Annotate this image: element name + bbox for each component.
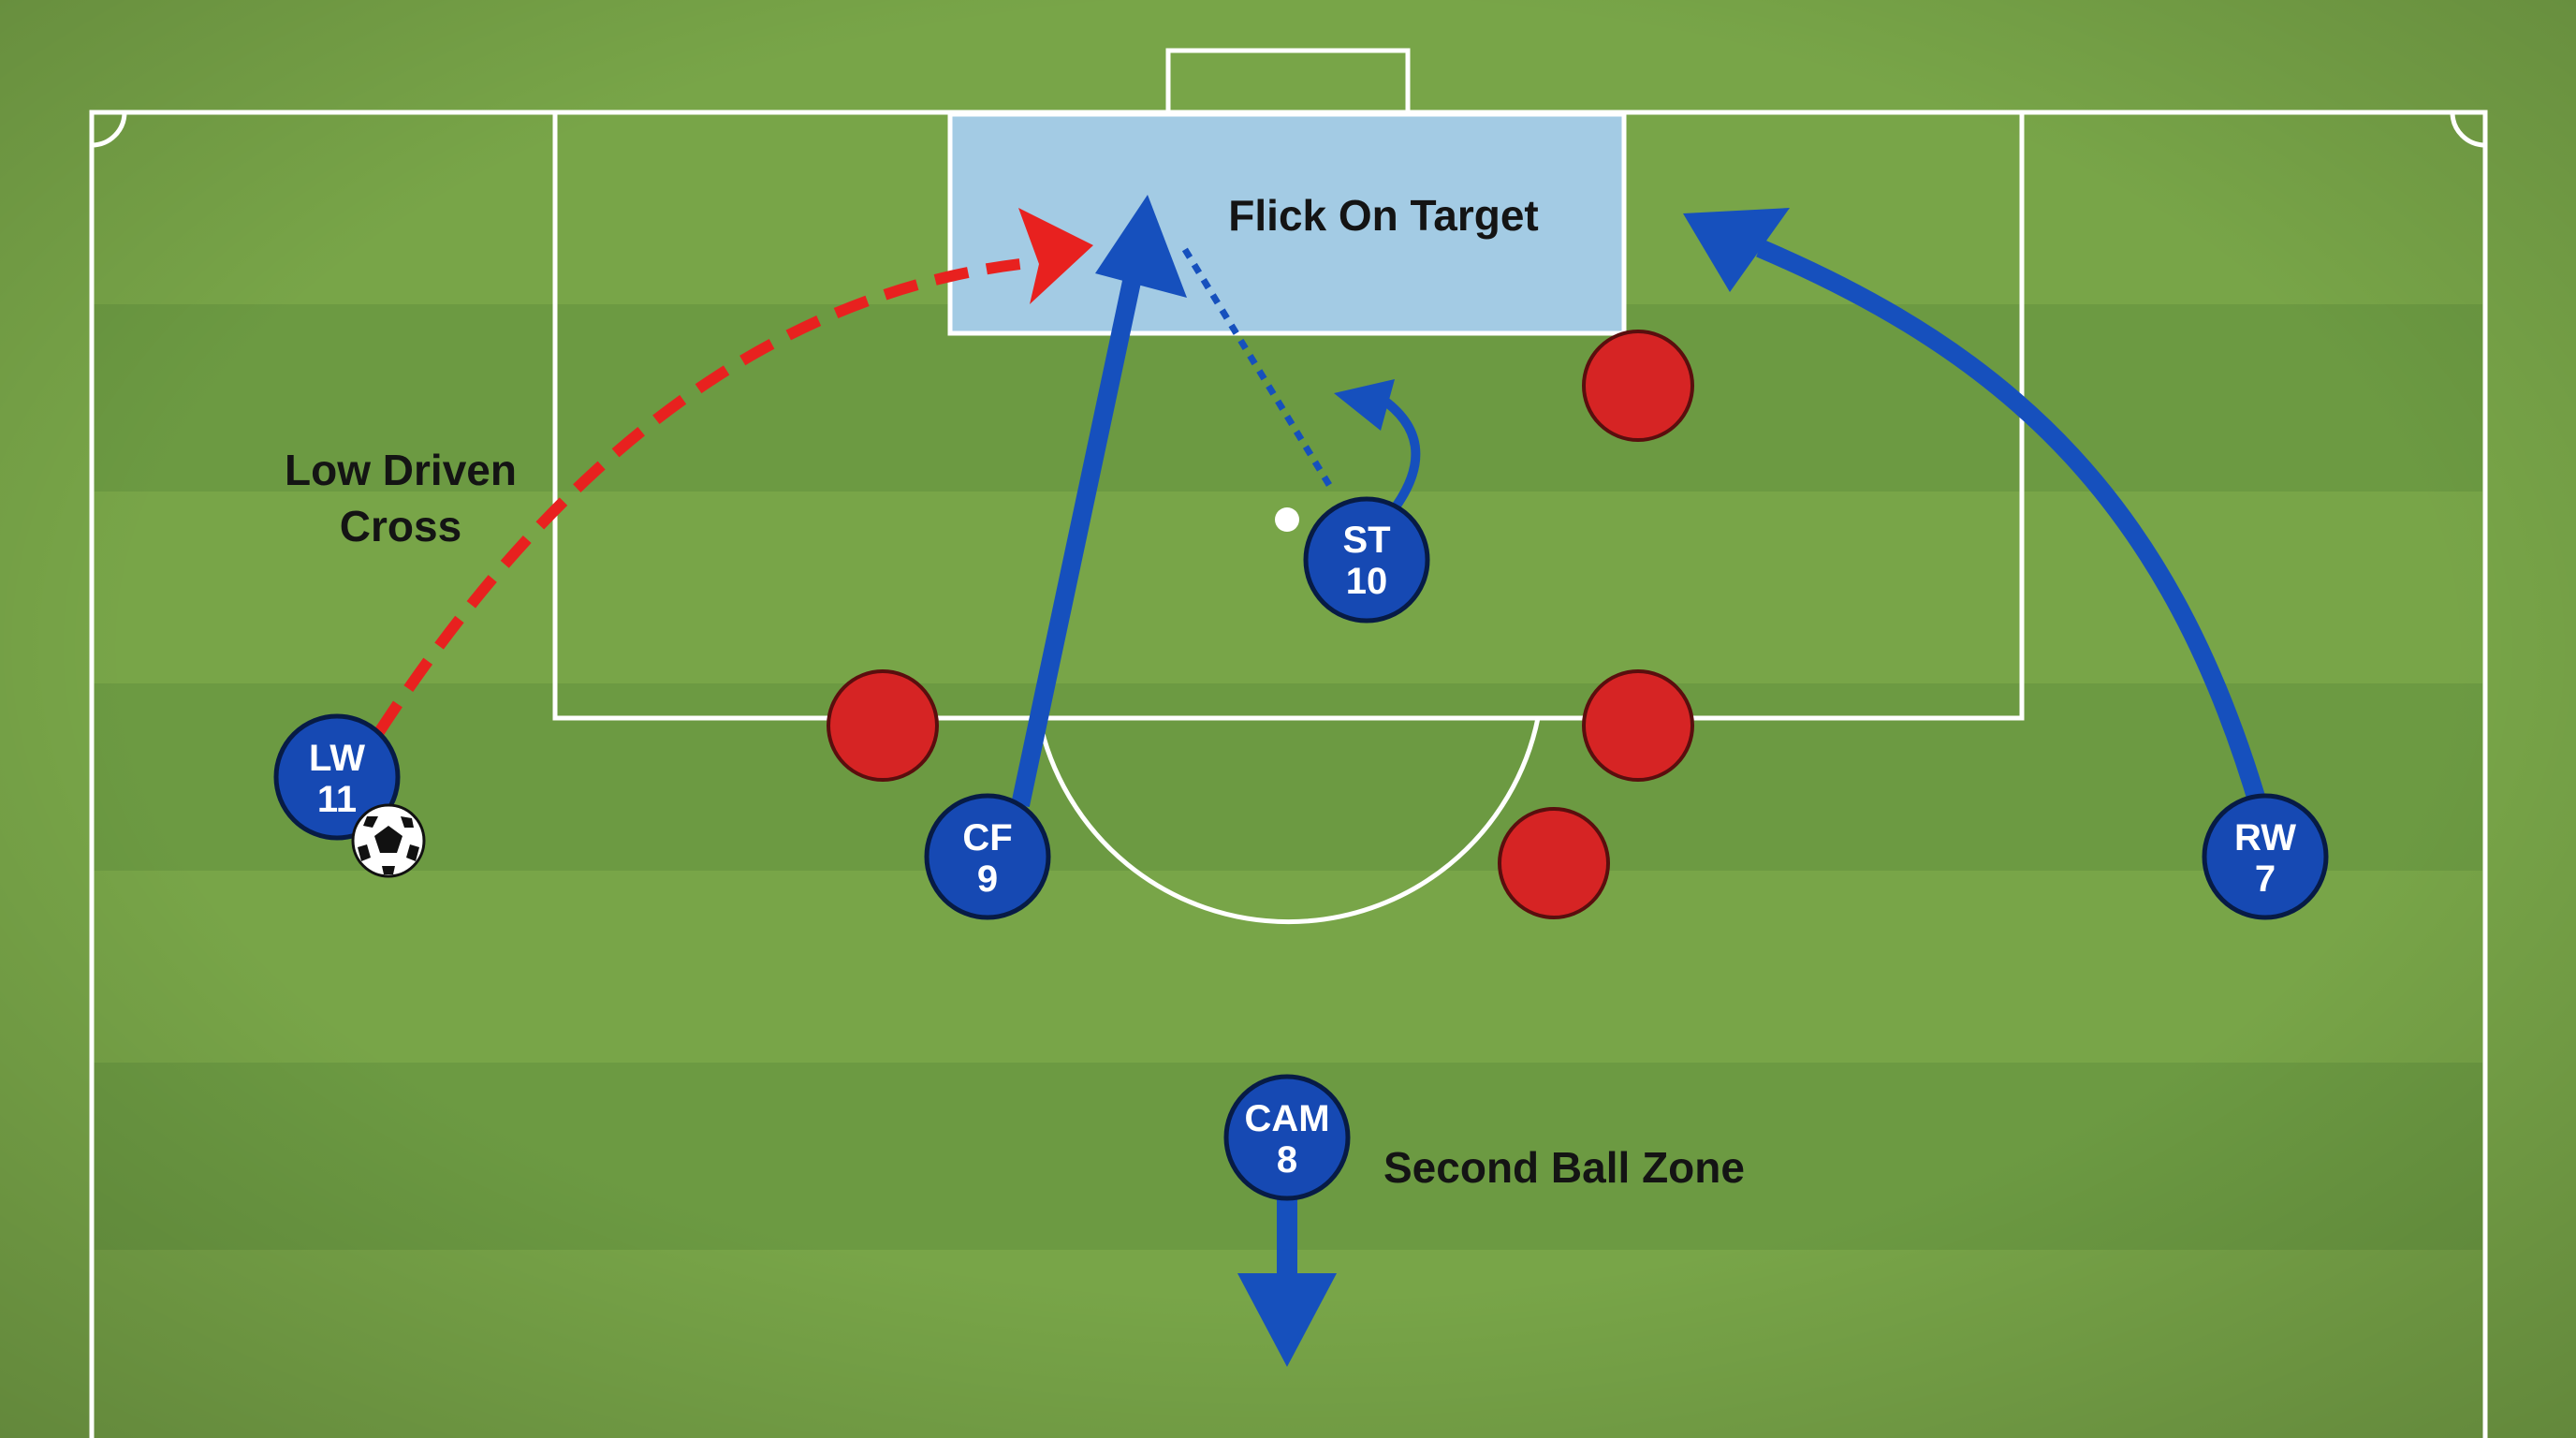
flick-target-label: Flick On Target	[1228, 191, 1538, 240]
st-curl-arrow	[1378, 393, 1421, 508]
cross-arrowhead	[1018, 208, 1093, 304]
defender-marker	[827, 669, 939, 782]
player-role: LW	[309, 738, 365, 779]
penalty-arc	[1036, 717, 1541, 924]
cross-label-line2: Cross	[340, 502, 461, 550]
player-role: RW	[2234, 817, 2296, 858]
corner-arc-right	[2450, 111, 2486, 148]
defenders	[827, 330, 1694, 919]
corner-arc-left	[91, 111, 127, 148]
cf-run-arrow	[1011, 274, 1142, 808]
cross-label-line1: Low Driven	[285, 446, 517, 494]
player-marker	[273, 713, 401, 841]
cross-path	[373, 258, 1021, 736]
player-cf[interactable]: CF 9	[924, 793, 1051, 920]
player-number: 8	[1277, 1139, 1297, 1181]
player-marker	[2202, 793, 2329, 920]
player-number: 9	[977, 858, 998, 900]
player-cam[interactable]: CAM 8	[1223, 1074, 1351, 1201]
second-ball-label: Second Ball Zone	[1383, 1143, 1745, 1192]
player-rw[interactable]: RW 7	[2202, 793, 2329, 920]
player-marker	[1223, 1074, 1351, 1201]
rw-run-arrowhead	[1683, 208, 1790, 292]
player-st[interactable]: ST 10	[1303, 496, 1430, 624]
flick-dotted-path	[1181, 246, 1332, 487]
st-curl-arrowhead	[1334, 379, 1395, 431]
player-number: 11	[317, 779, 357, 820]
player-marker	[924, 793, 1051, 920]
defender-marker	[1582, 669, 1694, 782]
player-lw[interactable]: LW 11	[273, 713, 401, 841]
player-role: CF	[962, 817, 1012, 858]
player-role: ST	[1342, 520, 1390, 561]
player-number: 7	[2255, 858, 2276, 900]
cam-drop-arrowhead	[1237, 1273, 1337, 1367]
player-marker	[1303, 496, 1430, 624]
penalty-spot	[1275, 507, 1299, 532]
defender-marker	[1582, 330, 1694, 442]
defender-marker	[1498, 807, 1610, 919]
player-role: CAM	[1244, 1098, 1329, 1139]
rw-run-arrow	[1756, 239, 2270, 815]
soccer-ball-icon	[351, 803, 426, 878]
cf-run-arrowhead	[1095, 195, 1187, 298]
flick-target-zone	[947, 111, 1627, 336]
player-number: 10	[1346, 561, 1388, 602]
